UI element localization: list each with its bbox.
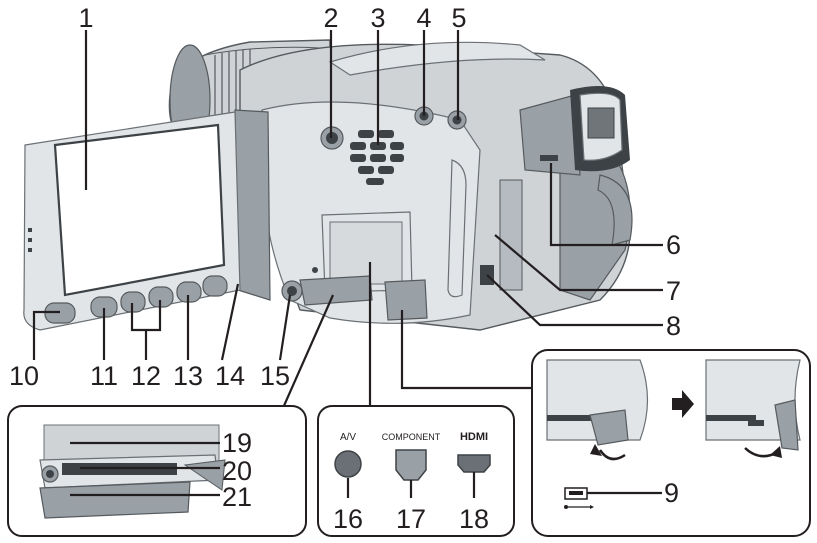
av-label: A/V bbox=[340, 432, 356, 443]
callout-10: 10 bbox=[9, 361, 39, 391]
callout-3: 3 bbox=[370, 3, 385, 33]
callout-5: 5 bbox=[451, 3, 466, 33]
callout-13: 13 bbox=[173, 361, 203, 391]
callout-9: 9 bbox=[664, 478, 679, 508]
callout-2: 2 bbox=[323, 3, 338, 33]
callout-20: 20 bbox=[222, 456, 252, 486]
callout-16: 16 bbox=[333, 504, 363, 534]
callout-15: 15 bbox=[260, 361, 290, 391]
callout-numbers: 1 2 3 4 5 6 7 8 10 11 12 13 14 15 bbox=[9, 3, 681, 391]
callout-12: 12 bbox=[131, 361, 161, 391]
callout-6: 6 bbox=[666, 230, 681, 260]
callout-21: 21 bbox=[222, 482, 252, 512]
callout-4: 4 bbox=[416, 3, 431, 33]
inset-card-slot: 19 20 21 bbox=[7, 405, 307, 537]
callout-7: 7 bbox=[666, 276, 681, 306]
leader-lines bbox=[32, 30, 663, 409]
callout-1: 1 bbox=[78, 3, 93, 33]
curved-arrow-icon-2 bbox=[770, 446, 782, 458]
camcorder-illustration bbox=[168, 39, 633, 331]
arrow-right-icon bbox=[672, 390, 694, 418]
inset-terminals: A/V COMPONENT HDMI 16 17 18 bbox=[317, 405, 515, 537]
callout-8: 8 bbox=[666, 311, 681, 341]
callout-18: 18 bbox=[459, 504, 489, 534]
callout-14: 14 bbox=[215, 361, 245, 391]
component-label: COMPONENT bbox=[382, 432, 441, 442]
callout-17: 17 bbox=[396, 504, 426, 534]
hdmi-label: HDMI bbox=[460, 431, 488, 443]
callout-11: 11 bbox=[90, 361, 118, 391]
curved-arrow-icon bbox=[590, 444, 602, 456]
inset-usb-door: 9 bbox=[531, 349, 811, 537]
callout-19: 19 bbox=[222, 428, 252, 458]
lcd-monitor bbox=[23, 111, 241, 331]
